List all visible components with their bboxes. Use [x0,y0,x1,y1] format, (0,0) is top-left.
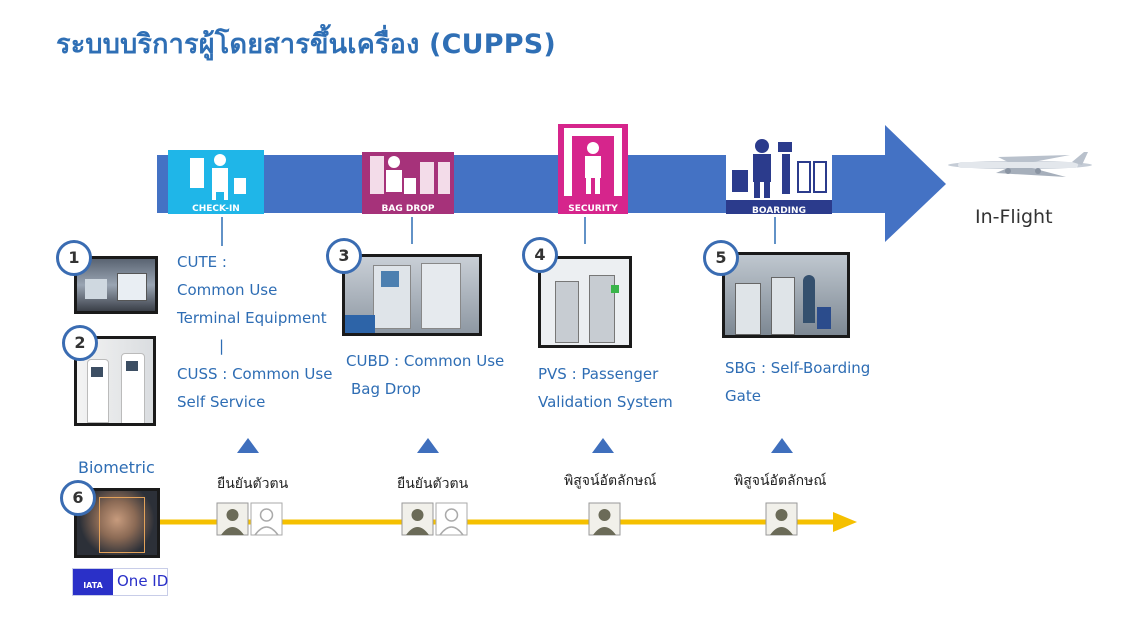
station-check-in: CHECK-IN [168,150,264,214]
pvs-line-2: Validation System [538,393,673,411]
arrow-head [885,125,946,242]
person-pair-2 [401,502,468,536]
sbg-line-2: Gate [725,387,761,405]
iata-badge: IATA [73,569,113,595]
person-outline-icon [435,502,468,536]
page-title: ระบบบริการผู้โดยสารขึ้นเครื่อง (CUPPS) [56,29,556,60]
pvs-line-1: PVS : Passenger [538,365,659,383]
airplane-icon [948,152,1092,177]
person-pair-1 [216,502,283,536]
biometric-label: Biometric [78,458,155,477]
cubd-bag-drop-photo [342,254,482,336]
up-triangle-icon [237,438,259,453]
timeline-arrowhead [833,512,857,532]
separator-bar: | [219,337,225,355]
step-number-6: 6 [60,480,96,516]
station-label-check-in: CHECK-IN [192,204,240,214]
cuss-line-1: CUSS : Common Use [177,365,333,383]
one-id-label: One ID [117,572,169,590]
sbg-description: SBG : Self-Boarding Gate [725,354,870,410]
up-triangle-icon [417,438,439,453]
boarding-icon [726,134,832,200]
station-label-boarding: BOARDING [752,206,806,216]
step-number-3: 3 [326,238,362,274]
up-triangle-icon [771,438,793,453]
check-in-icon [190,154,246,200]
pvs-gate-photo [538,256,632,348]
verify-label-1: ยืนยันตัวตน [217,476,289,492]
cute-description: CUTE : Common Use Terminal Equipment | [177,248,327,360]
station-label-security: SECURITY [568,204,618,214]
step-number-2: 2 [62,325,98,361]
iata-one-id-logo: IATA One ID [72,568,168,596]
person-outline-icon [250,502,283,536]
station-bag-drop: BAG DROP [362,152,454,214]
step-number-4: 4 [522,237,558,273]
cute-line-3: Terminal Equipment [177,309,327,327]
verify-label-3: พิสูจน์อัตลักษณ์ [564,473,657,489]
station-boarding: BOARDING [726,134,832,216]
station-label-bag-drop: BAG DROP [381,204,435,214]
cuss-line-2: Self Service [177,393,266,411]
sbg-line-1: SBG : Self-Boarding [725,359,871,377]
cubd-description: CUBD : Common Use Bag Drop [346,347,504,403]
cubd-line-1: CUBD : Common Use [346,352,505,370]
cubd-line-2: Bag Drop [351,380,421,398]
security-gate-icon [564,128,622,196]
station-security: SECURITY [558,124,628,214]
verify-label-4: พิสูจน์อัตลักษณ์ [734,473,827,489]
pvs-description: PVS : Passenger Validation System [538,360,673,416]
cute-line-1: CUTE : [177,253,227,271]
person-single-3 [588,502,621,536]
cute-line-2: Common Use [177,281,278,299]
cuss-description: CUSS : Common Use Self Service [177,360,332,416]
verify-label-2: ยืนยันตัวตน [397,476,469,492]
person-single-4 [765,502,798,536]
step-number-5: 5 [703,240,739,276]
step-number-1: 1 [56,240,92,276]
up-triangle-icon [592,438,614,453]
inflight-label: In-Flight [975,206,1053,228]
sbg-gate-photo [722,252,850,338]
bag-drop-icon [370,156,450,194]
cuss-kiosk-photo [74,336,156,426]
